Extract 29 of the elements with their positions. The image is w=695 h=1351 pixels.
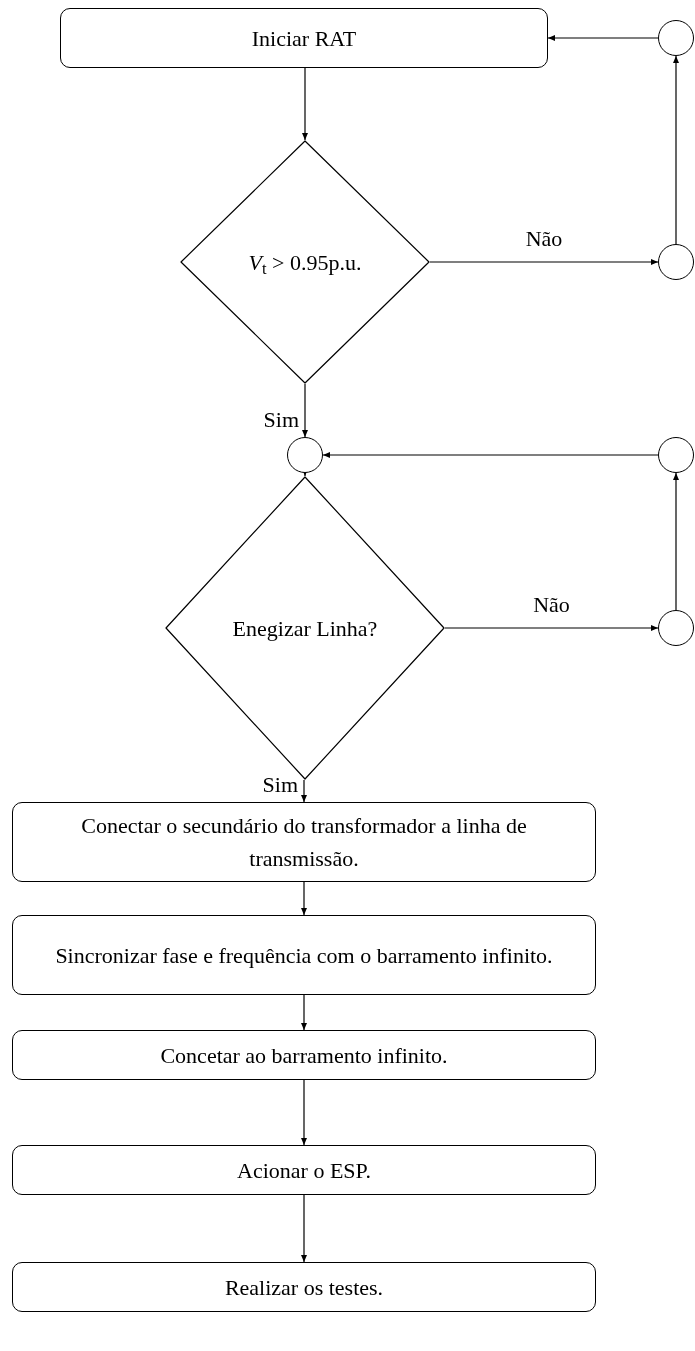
process-text: Conectar o secundário do transformador a linha de transmissão. (80, 812, 528, 873)
process-text: Realizar os testes. (224, 1273, 384, 1302)
process-text: Sincronizar fase e frequência com o barramento infinito. (55, 941, 553, 970)
arrow (301, 779, 307, 803)
arrow (673, 55, 679, 245)
process-box (12, 802, 596, 882)
process-box (12, 915, 596, 995)
arrow (444, 625, 659, 631)
arrow (673, 472, 679, 611)
arrow (322, 452, 659, 458)
process-text: Acionar o ESP. (237, 1156, 371, 1185)
process-box (12, 1030, 596, 1080)
arrow (547, 35, 659, 41)
arrow (302, 67, 308, 141)
arrow (429, 259, 659, 265)
arrow (301, 1194, 307, 1263)
process-text: Iniciar RAT (251, 24, 357, 53)
process-box (12, 1145, 596, 1195)
decision-text: V$_{t}$ > 0.95p.u. (247, 248, 363, 279)
arrow (301, 1079, 307, 1146)
arrow (302, 383, 308, 438)
decision-text: Enegizar Linha? (231, 614, 379, 643)
arrow (301, 994, 307, 1031)
process-box (60, 8, 548, 68)
process-text: Concetar ao barramento infinito. (160, 1041, 448, 1070)
process-box (12, 1262, 596, 1312)
arrow (301, 881, 307, 916)
decision-diamond (165, 476, 445, 780)
decision-diamond (180, 140, 430, 384)
